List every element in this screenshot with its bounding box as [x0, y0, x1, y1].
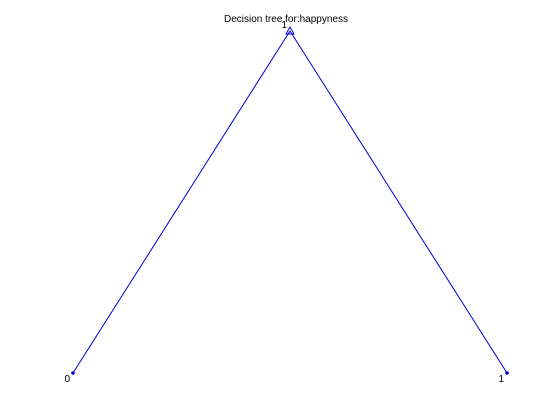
root-node: 1	[281, 20, 295, 35]
root-node-label: 1	[281, 20, 287, 31]
leaf-dot-icon	[505, 371, 509, 375]
leaf-node-right-label: 1	[498, 374, 504, 385]
leaf-node-right: 1	[498, 371, 509, 385]
figure-title: Decision tree for:happyness	[224, 14, 348, 25]
leaf-node-left: 0	[64, 371, 75, 385]
triangle-icon	[285, 25, 295, 35]
leaf-node-left-label: 0	[64, 374, 70, 385]
leaf-dot-icon	[71, 371, 75, 375]
edge-root-to-leaf-left	[72, 30, 291, 374]
edge-root-to-leaf-right	[289, 30, 508, 374]
